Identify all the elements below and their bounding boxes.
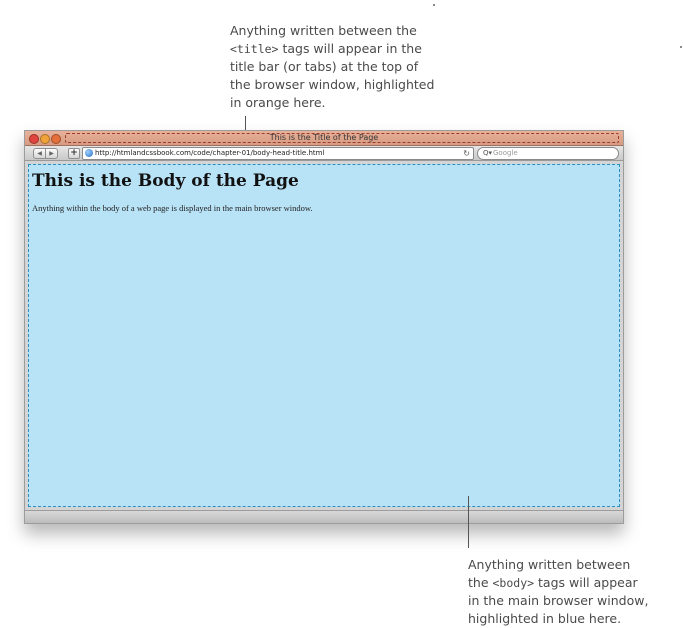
- status-bar: [25, 510, 623, 523]
- close-window-button[interactable]: [29, 134, 39, 144]
- body-annotation-line: in the main browser window,: [468, 593, 649, 608]
- stray-dot: [433, 4, 435, 6]
- body-annotation: Anything written between the <body> tags…: [468, 556, 648, 628]
- title-tag-code: <title>: [230, 42, 279, 56]
- page-body-area: This is the Body of the Page Anything wi…: [28, 164, 620, 507]
- add-bookmark-button[interactable]: +: [68, 148, 80, 159]
- title-annotation-line: title bar (or tabs) at the top of: [230, 59, 419, 74]
- page-heading: This is the Body of the Page: [32, 171, 299, 191]
- forward-button[interactable]: ▶: [45, 148, 58, 159]
- title-bar: This is the Title of the Page: [25, 131, 623, 146]
- body-annotation-text: the: [468, 575, 493, 590]
- body-annotation-line: the <body> tags will appear: [468, 574, 648, 592]
- title-annotation-line: Anything written between the: [230, 23, 417, 38]
- title-annotation-text: tags will appear in the: [278, 41, 422, 56]
- address-bar[interactable]: http://htmlandcssbook.com/code/chapter-0…: [82, 147, 474, 160]
- title-highlight-outline: [65, 133, 619, 143]
- search-placeholder: Google: [493, 149, 518, 157]
- globe-icon: [85, 149, 93, 157]
- title-annotation: Anything written between the <title> tag…: [230, 22, 434, 112]
- browser-window: This is the Title of the Page ◀ ▶ + http…: [24, 130, 624, 524]
- body-annotation-line: highlighted in blue here.: [468, 611, 622, 626]
- stray-dot: [680, 46, 682, 48]
- zoom-window-button[interactable]: [51, 134, 61, 144]
- title-leader-line: [245, 116, 246, 138]
- title-annotation-line: the browser window, highlighted: [230, 77, 435, 92]
- window-title: This is the Title of the Page: [269, 133, 379, 142]
- browser-toolbar: ◀ ▶ + http://htmlandcssbook.com/code/cha…: [25, 146, 623, 161]
- page-paragraph: Anything within the body of a web page i…: [32, 203, 313, 213]
- title-annotation-line: <title> tags will appear in the: [230, 40, 434, 58]
- body-annotation-text: tags will appear: [534, 575, 638, 590]
- minimize-window-button[interactable]: [40, 134, 50, 144]
- address-url[interactable]: http://htmlandcssbook.com/code/chapter-0…: [95, 149, 325, 157]
- search-input[interactable]: Q▾ Google: [477, 147, 619, 160]
- search-icon[interactable]: Q▾: [483, 149, 493, 157]
- reload-icon[interactable]: ↻: [463, 149, 470, 158]
- title-annotation-line: in orange here.: [230, 95, 326, 110]
- body-tag-code: <body>: [492, 576, 535, 590]
- body-leader-line: [468, 496, 469, 548]
- body-annotation-line: Anything written between: [468, 557, 631, 572]
